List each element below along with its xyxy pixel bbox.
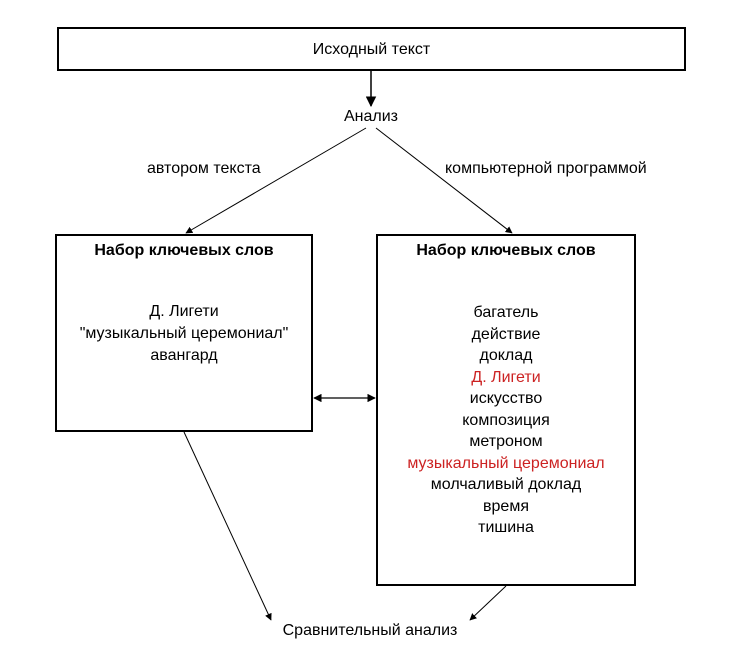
source-text-label: Исходный текст [312, 41, 431, 58]
source-text-box: Исходный текст [57, 27, 686, 71]
left-keyword-list: Д. Лигети "музыкальный церемониал" авангар… [57, 301, 311, 367]
right-keyword-item: тишина [478, 519, 534, 536]
right-keywords-box: Набор ключевых слов багатель действие докл… [376, 234, 636, 586]
left-box-title: Набор ключевых слов [94, 242, 274, 259]
right-keyword-item: метроном [469, 433, 543, 450]
left-keyword-item: Д. Лигети [149, 303, 219, 320]
arrow-analysis-to-right-box [375, 127, 513, 234]
right-keyword-item: действие [471, 325, 541, 343]
right-keyword-item: багатель [473, 304, 539, 321]
comparative-analysis-label: Сравнительный анализ [282, 622, 458, 639]
right-keyword-item-highlighted: музыкальный церемониал [407, 454, 605, 472]
right-box-title: Набор ключевых слов [416, 242, 596, 259]
left-keywords-box: Набор ключевых слов Д. Лигети "музыкальны… [55, 234, 313, 432]
branch-left-label: автором текста [147, 160, 261, 177]
right-keyword-item: молчаливый доклад [430, 476, 582, 493]
analysis-label: Анализ [343, 108, 398, 125]
right-keyword-item: доклад [479, 347, 533, 364]
right-keyword-item-highlighted: Д. Лигети [471, 368, 541, 386]
right-keyword-item: время [483, 497, 529, 515]
right-keyword-item: искусство [469, 390, 543, 407]
arrow-left-box-to-result [183, 431, 272, 621]
branch-right-label: компьютерной программой [445, 160, 647, 177]
right-keyword-item: композиция [462, 411, 550, 429]
arrow-right-box-to-result [469, 585, 507, 621]
arrow-analysis-to-left-box [185, 127, 367, 234]
right-keyword-list: багатель действие доклад Д. Лигети искусство… [378, 302, 634, 539]
left-keyword-item: авангард [150, 347, 218, 364]
left-keyword-item: "музыкальный церемониал" [79, 325, 289, 342]
